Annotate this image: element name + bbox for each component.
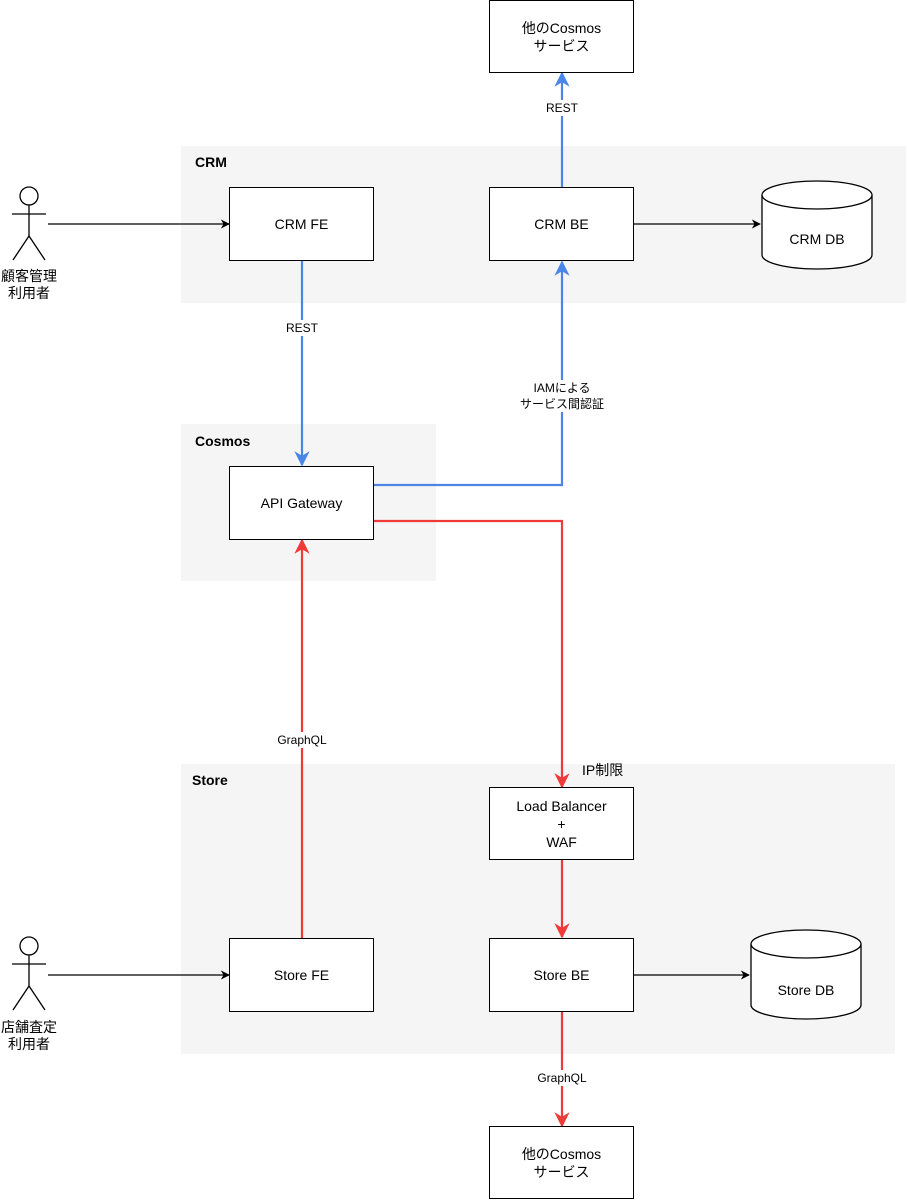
edge-label-ip-limit: IP制限 bbox=[582, 762, 624, 778]
crm-be-label: CRM BE bbox=[534, 216, 589, 232]
crm-be-node: CRM BE bbox=[489, 187, 634, 261]
store-db-label: Store DB bbox=[777, 982, 835, 998]
crm-db-cylinder bbox=[761, 180, 873, 270]
edge-label-iam: IAMによる サービス間認証 bbox=[510, 380, 614, 412]
other-cosmos-bottom-line1: 他のCosmos bbox=[521, 1145, 602, 1162]
crm-user-label-line1: 顧客管理 bbox=[1, 268, 57, 284]
store-fe-node: Store FE bbox=[229, 938, 374, 1012]
edge-label-rest-crm: REST bbox=[282, 320, 322, 336]
store-fe-label: Store FE bbox=[273, 967, 330, 983]
store-db-cylinder bbox=[750, 929, 862, 1020]
crm-user-actor-icon bbox=[12, 186, 46, 261]
edge-label-iam-line2: サービス間認証 bbox=[519, 397, 604, 411]
load-balancer-line3: WAF bbox=[546, 833, 577, 850]
crm-db-label: CRM DB bbox=[789, 231, 845, 247]
store-group-title: Store bbox=[192, 772, 228, 788]
other-cosmos-bottom-line2: サービス bbox=[533, 1163, 590, 1180]
other-cosmos-top-line2: サービス bbox=[533, 37, 590, 54]
store-be-label: Store BE bbox=[533, 967, 590, 983]
load-balancer-waf-node: Load Balancer+WAF bbox=[489, 787, 634, 860]
store-user-label-line2: 利用者 bbox=[8, 1036, 50, 1052]
crm-group-title: CRM bbox=[195, 154, 227, 170]
crm-user-label-line2: 利用者 bbox=[8, 285, 50, 301]
edge-label-rest-top: REST bbox=[542, 100, 582, 116]
other-cosmos-top-line1: 他のCosmos bbox=[521, 19, 602, 36]
store-user-label: 店舗査定 利用者 bbox=[0, 1019, 69, 1053]
cosmos-group-title: Cosmos bbox=[195, 433, 251, 449]
edge-label-iam-line1: IAMによる bbox=[533, 381, 591, 395]
crm-fe-node: CRM FE bbox=[229, 187, 374, 261]
edge-api-gateway-to-crm-be bbox=[374, 260, 570, 487]
crm-fe-label: CRM FE bbox=[274, 216, 329, 232]
load-balancer-line1: Load Balancer bbox=[516, 797, 607, 814]
edge-label-graphql-store: GraphQL bbox=[272, 732, 332, 748]
load-balancer-line2: + bbox=[557, 815, 566, 832]
store-user-label-line1: 店舗査定 bbox=[1, 1019, 57, 1035]
edge-api-gateway-to-load-balancer bbox=[374, 519, 570, 789]
api-gateway-label: API Gateway bbox=[260, 495, 343, 511]
edge-label-graphql-bottom: GraphQL bbox=[532, 1070, 592, 1086]
api-gateway-node: API Gateway bbox=[229, 466, 374, 540]
store-user-actor-icon bbox=[12, 936, 46, 1011]
store-be-node: Store BE bbox=[489, 938, 634, 1012]
crm-user-label: 顧客管理 利用者 bbox=[0, 268, 69, 302]
